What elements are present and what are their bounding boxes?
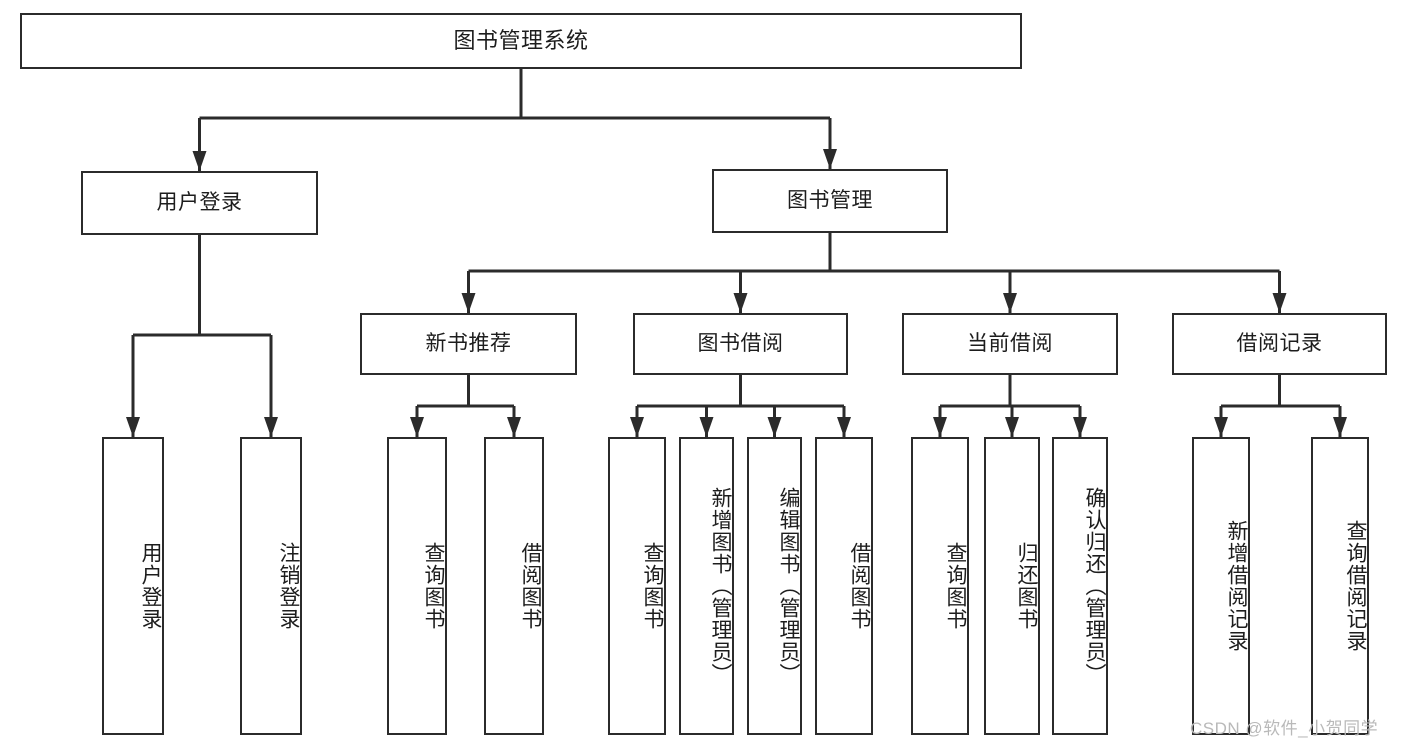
node-l3-return-book[interactable]: 归还图书 bbox=[984, 437, 1040, 735]
node-label: 查询图书 bbox=[641, 542, 664, 630]
node-label: 查询图书 bbox=[422, 542, 445, 630]
node-l3-borrow-book-a[interactable]: 借阅图书 bbox=[484, 437, 544, 735]
node-label: 当前借阅 bbox=[967, 331, 1053, 355]
node-label: 借阅图书 bbox=[848, 542, 871, 630]
node-label: 编辑图书（管理员） bbox=[777, 487, 800, 685]
arrowhead-l3_return_book bbox=[1005, 417, 1019, 437]
arrowhead-l3_edit_book bbox=[767, 417, 782, 437]
node-l2-new-book-rec[interactable]: 新书推荐 bbox=[360, 313, 577, 375]
node-label: 确认归还（管理员） bbox=[1083, 487, 1106, 685]
node-l3-query-book-a[interactable]: 查询图书 bbox=[387, 437, 447, 735]
node-label: 用户登录 bbox=[156, 190, 243, 214]
node-label: 借阅记录 bbox=[1236, 331, 1323, 355]
arrowhead-l1_user_login bbox=[192, 151, 207, 171]
node-l3-user-login[interactable]: 用户登录 bbox=[102, 437, 164, 735]
arrowhead-l3_query_book_b bbox=[630, 417, 644, 437]
node-label: 新书推荐 bbox=[425, 331, 512, 355]
node-l2-book-borrow[interactable]: 图书借阅 bbox=[633, 313, 848, 375]
node-label: 查询借阅记录 bbox=[1344, 520, 1367, 652]
arrowhead-l3_add_book bbox=[699, 417, 714, 437]
node-label: 新增图书（管理员） bbox=[709, 487, 732, 685]
node-l3-add-record[interactable]: 新增借阅记录 bbox=[1192, 437, 1250, 735]
node-l1-user-login[interactable]: 用户登录 bbox=[81, 171, 318, 235]
node-l3-query-record[interactable]: 查询借阅记录 bbox=[1311, 437, 1369, 735]
arrowhead-l3_query_book_a bbox=[410, 417, 424, 437]
node-l3-confirm-return[interactable]: 确认归还（管理员） bbox=[1052, 437, 1108, 735]
arrowhead-l3_confirm_return bbox=[1073, 417, 1087, 437]
arrowhead-l2_borrow_record bbox=[1272, 293, 1287, 313]
node-label: 归还图书 bbox=[1015, 542, 1038, 630]
node-l3-logout[interactable]: 注销登录 bbox=[240, 437, 302, 735]
node-l3-add-book[interactable]: 新增图书（管理员） bbox=[679, 437, 734, 735]
arrowhead-l2_new_book_rec bbox=[461, 293, 476, 313]
node-label: 图书借阅 bbox=[697, 331, 784, 355]
arrowhead-l3_borrow_book_a bbox=[507, 417, 521, 437]
arrowhead-l3_add_record bbox=[1214, 417, 1228, 437]
arrowhead-l2_book_borrow bbox=[733, 293, 748, 313]
node-label: 用户登录 bbox=[139, 542, 162, 630]
node-label: 图书管理 bbox=[787, 188, 873, 212]
node-root[interactable]: 图书管理系统 bbox=[20, 13, 1022, 69]
node-l3-edit-book[interactable]: 编辑图书（管理员） bbox=[747, 437, 802, 735]
node-l3-query-book-b[interactable]: 查询图书 bbox=[608, 437, 666, 735]
node-l3-query-book-c[interactable]: 查询图书 bbox=[911, 437, 969, 735]
arrowhead-l3_user_login bbox=[126, 417, 140, 437]
node-label: 注销登录 bbox=[277, 542, 300, 630]
arrowhead-l3_logout bbox=[264, 417, 278, 437]
node-label: 查询图书 bbox=[944, 542, 967, 630]
arrowhead-l2_current_borrow bbox=[1003, 293, 1017, 313]
node-l2-current-borrow[interactable]: 当前借阅 bbox=[902, 313, 1118, 375]
node-l3-borrow-book-b[interactable]: 借阅图书 bbox=[815, 437, 873, 735]
arrowhead-l1_book_manage bbox=[823, 149, 837, 169]
node-l2-borrow-record[interactable]: 借阅记录 bbox=[1172, 313, 1387, 375]
node-label: 借阅图书 bbox=[519, 542, 542, 630]
arrowhead-l3_query_book_c bbox=[933, 417, 947, 437]
node-label: 图书管理系统 bbox=[453, 28, 589, 54]
arrowhead-l3_query_record bbox=[1333, 417, 1347, 437]
node-l1-book-manage[interactable]: 图书管理 bbox=[712, 169, 948, 233]
arrowhead-l3_borrow_book_b bbox=[837, 417, 851, 437]
node-label: 新增借阅记录 bbox=[1225, 520, 1248, 652]
